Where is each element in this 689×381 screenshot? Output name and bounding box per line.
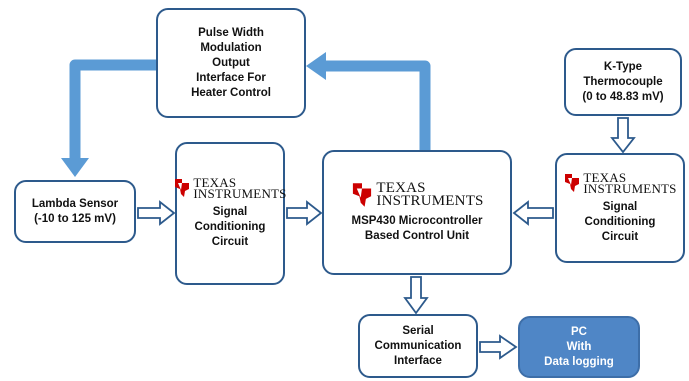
ti-logo-line-2: Instruments [583,180,677,196]
pwm-line-2: Modulation [200,41,262,54]
ti-logo-line-1: Texas [583,169,627,185]
pwm-line-3: Output [212,56,250,69]
pc-line-3: Data logging [544,355,614,368]
pc-line-1: PC [571,325,587,338]
mcu-control-unit-box: Texas Instruments MSP430 Microcontroller… [322,150,512,275]
arrow-mcu-to-pwm [326,60,431,150]
ti-logo-line-2: Instruments [193,186,287,201]
signal-conditioning-right-box: Texas Instruments Signal Conditioning Ci… [555,153,685,263]
signal-left-line-3: Circuit [211,236,249,248]
arrowhead-pwm-to-lambda [61,158,89,177]
lambda-sensor-box: Lambda Sensor (-10 to 125 mV) [14,180,136,243]
pc-data-logging-box: PC With Data logging [518,316,640,378]
thermocouple-line-1: K-Type [603,60,643,73]
pwm-line-5: Heater Control [191,86,271,99]
ti-logo-line-1: Texas [193,175,237,190]
serial-line-1: Serial [402,324,434,337]
signal-conditioning-left-box: Texas Instruments Signal Conditioning Ci… [173,142,287,285]
signal-right-line-1: Signal [602,200,638,213]
thermocouple-line-2: Thermocouple [583,75,663,88]
arrow-pwm-to-lambda [69,59,156,160]
signal-left-line-2: Conditioning [194,221,266,233]
mcu-line-2: Based Control Unit [364,229,470,242]
ti-logo-line-2: Instruments [376,192,484,209]
signal-right-line-3: Circuit [601,230,639,243]
pc-line-2: With [566,340,592,353]
pwm-line-4: Interface For [196,71,266,84]
mcu-line-1: MSP430 Microcontroller [351,214,483,227]
serial-line-2: Communication [374,339,462,352]
pwm-output-interface-box: Pulse Width Modulation Output Interface … [156,8,306,118]
ti-logo-left: Texas Instruments [173,175,287,201]
ti-state-icon [353,182,372,207]
thermocouple-line-3: (0 to 48.83 mV) [582,90,664,103]
ti-logo-mcu: Texas Instruments [350,179,484,209]
ti-logo-right: Texas Instruments [563,169,677,196]
ti-state-icon [175,179,190,197]
lambda-line-1: Lambda Sensor [31,197,119,210]
arrowhead-mcu-to-pwm [306,52,326,80]
ti-state-icon [565,173,580,192]
serial-interface-box: Serial Communication Interface [358,314,478,378]
lambda-line-2: (-10 to 125 mV) [34,212,116,225]
signal-right-line-2: Conditioning [584,215,656,228]
serial-line-3: Interface [394,354,442,367]
pwm-line-1: Pulse Width [198,26,264,39]
ti-logo-line-1: Texas [376,179,426,196]
thermocouple-box: K-Type Thermocouple (0 to 48.83 mV) [564,48,682,116]
signal-left-line-1: Signal [212,206,248,218]
